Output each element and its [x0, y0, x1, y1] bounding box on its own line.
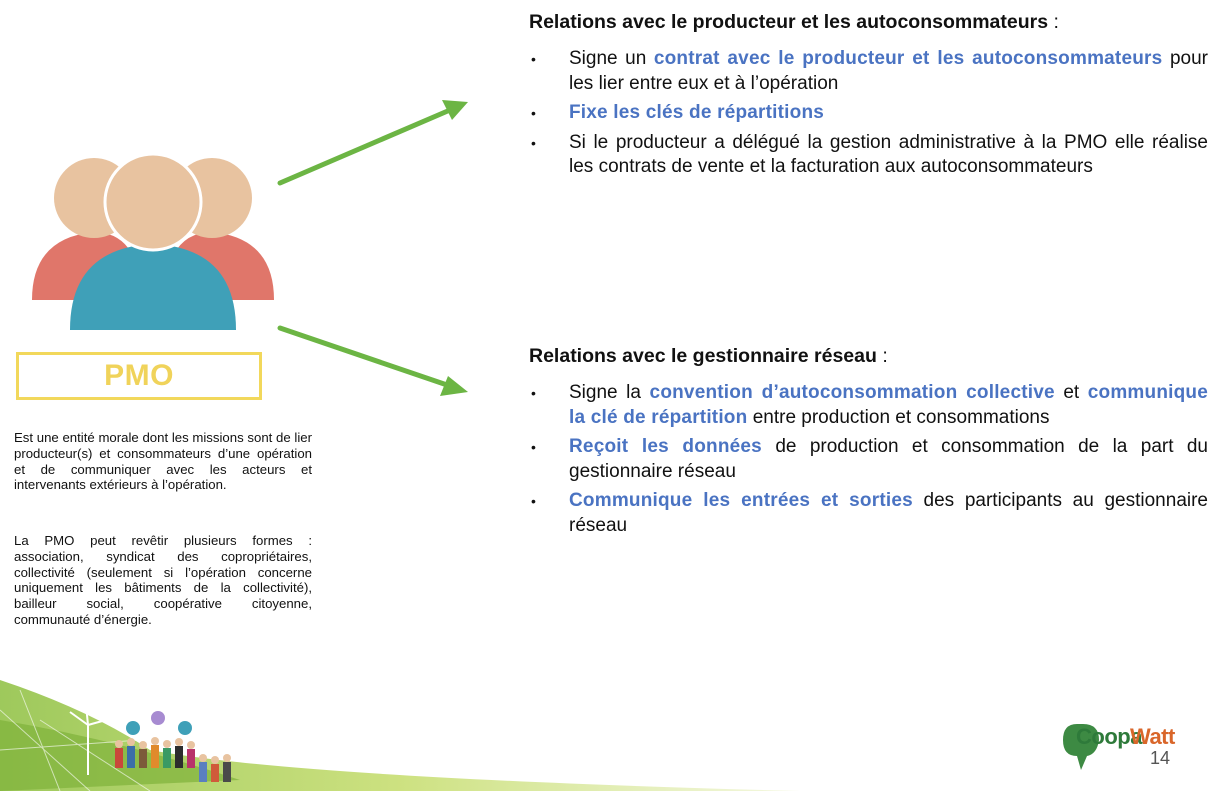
speech-bubble-icon [151, 711, 165, 725]
section-1-title-text: Relations avec le producteur et les auto… [529, 11, 1049, 33]
arrow-down-right-icon [277, 325, 468, 396]
arrow-up-right-icon [277, 100, 468, 186]
section-2-title: Relations avec le gestionnaire réseau : [529, 345, 888, 368]
pmo-label-box: PMO [16, 352, 262, 400]
users-group-icon [32, 152, 274, 330]
list-item: •Reçoit les données de production et con… [531, 436, 1208, 482]
logo-text-coopa: Coopa [1076, 724, 1142, 749]
section-2-title-colon: : [876, 345, 888, 367]
speech-bubble-icon [178, 721, 192, 735]
coopawatt-logo [1063, 724, 1099, 770]
arrows-diagram [277, 100, 468, 396]
list-item: •Signe la convention d’autoconsommation … [531, 382, 1208, 428]
pmo-description-2: La PMO peut revêtir plusieurs formes : a… [14, 533, 312, 627]
section-1-title: Relations avec le producteur et les auto… [529, 11, 1059, 34]
page-number: 14 [1150, 748, 1171, 768]
wind-turbine-icon [69, 704, 107, 775]
section-2-bullets: •Signe la convention d’autoconsommation … [529, 381, 1208, 543]
list-item: •Signe un contrat avec le producteur et … [531, 48, 1208, 94]
section-1-title-colon: : [1048, 11, 1059, 33]
pmo-description-1: Est une entité morale dont les missions … [14, 430, 312, 493]
list-item: •Fixe les clés de répartitions [531, 102, 825, 123]
speech-bubble-icon [126, 721, 140, 735]
section-2-title-text: Relations avec le gestionnaire réseau [529, 345, 877, 367]
pmo-title: PMO [104, 359, 174, 392]
footer-landscape-illustration [0, 680, 800, 791]
list-item: •Communique les entrées et sorties des p… [531, 490, 1208, 536]
list-item: •Si le producteur a délégué la gestion a… [531, 131, 1208, 178]
logo-text-watt: Watt [1130, 724, 1175, 749]
section-1-bullets: •Signe un contrat avec le producteur et … [529, 47, 1208, 185]
crowd-icon [115, 737, 231, 782]
